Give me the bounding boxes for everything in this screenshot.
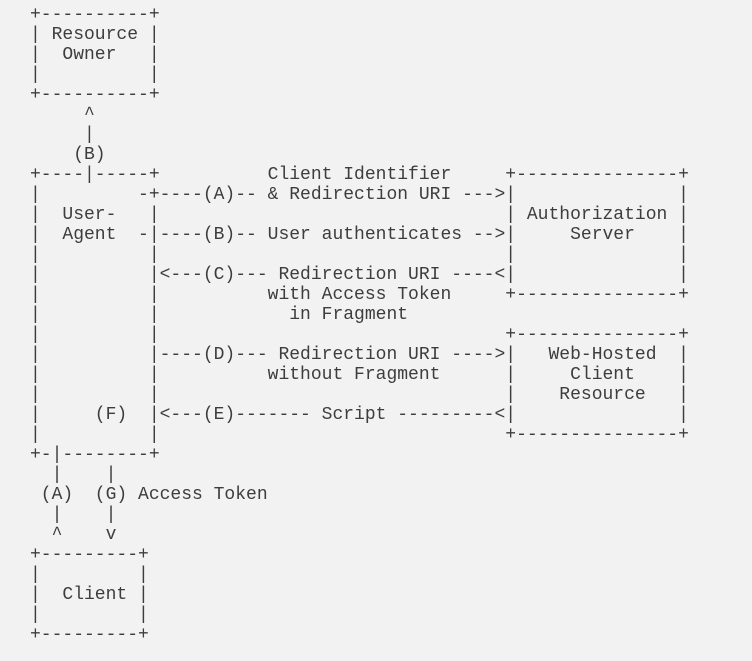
ascii-flow-diagram: +----------+ | Resource | | Owner | | | …: [30, 5, 689, 645]
